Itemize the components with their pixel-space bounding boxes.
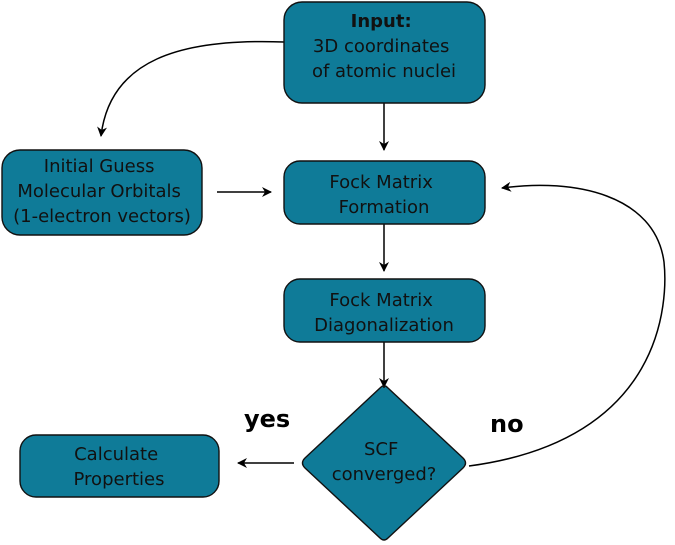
- fock-formation-text: Fock Matrix Formation: [329, 172, 438, 218]
- fock-diagonalization-node: Fock Matrix Diagonalization: [283, 278, 486, 343]
- fock-formation-node: Fock Matrix Formation: [283, 160, 486, 225]
- initial-guess-line-1: Initial Guess: [44, 156, 155, 177]
- fock-diagonalization-line-1: Fock Matrix: [329, 290, 433, 311]
- calculate-properties-box: [19, 434, 220, 498]
- calculate-properties-text: Calculate Properties: [74, 444, 165, 490]
- input-title: Input:: [351, 11, 412, 32]
- scf-converged-text: SCF converged?: [332, 439, 437, 485]
- scf-converged-line-1: SCF: [364, 439, 398, 460]
- calculate-properties-line-2: Properties: [74, 469, 165, 490]
- initial-guess-line-2: Molecular Orbitals: [17, 181, 181, 202]
- arrow-no-loop-to-formation: [468, 181, 666, 467]
- arrow-input-to-guess: [97, 40, 285, 137]
- initial-guess-text: Initial Guess Molecular Orbitals (1-elec…: [13, 156, 191, 227]
- fock-formation-line-1: Fock Matrix: [329, 172, 433, 193]
- scf-converged-diamond: [301, 385, 467, 541]
- scf-converged-node: SCF converged?: [301, 385, 467, 541]
- initial-guess-line-3: (1-electron vectors): [13, 206, 191, 227]
- input-line-2: of atomic nuclei: [312, 61, 456, 82]
- input-line-1: 3D coordinates: [313, 36, 449, 57]
- calculate-properties-node: Calculate Properties: [19, 434, 220, 498]
- input-text: Input: 3D coordinates of atomic nuclei: [312, 11, 456, 82]
- fock-formation-box: [283, 160, 486, 225]
- fock-diagonalization-box: [283, 278, 486, 343]
- input-box: [283, 1, 486, 104]
- initial-guess-node: Initial Guess Molecular Orbitals (1-elec…: [1, 149, 203, 236]
- no-label: no: [490, 410, 524, 438]
- scf-converged-line-2: converged?: [332, 464, 437, 485]
- fock-diagonalization-line-2: Diagonalization: [314, 315, 454, 336]
- calculate-properties-line-1: Calculate: [74, 444, 158, 465]
- fock-formation-line-2: Formation: [339, 197, 430, 218]
- input-node: Input: 3D coordinates of atomic nuclei: [283, 1, 486, 104]
- yes-label: yes: [244, 405, 290, 433]
- fock-diagonalization-text: Fock Matrix Diagonalization: [314, 290, 454, 336]
- initial-guess-box: [1, 149, 203, 236]
